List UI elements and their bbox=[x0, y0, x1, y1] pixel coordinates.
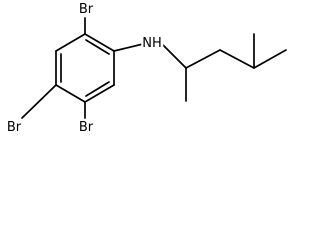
bond-ch2-to-ch bbox=[219, 49, 255, 69]
bond-ring-to-amine bbox=[113, 43, 144, 52]
bond-amine-to-ch bbox=[161, 43, 187, 69]
amine-label: NH bbox=[141, 36, 163, 51]
structure-drawing bbox=[21, 17, 287, 119]
bromine-left-label: Br bbox=[5, 120, 23, 135]
bromine-bottom-label: Br bbox=[77, 120, 95, 135]
ring-bond-top-right-inner bbox=[85, 39, 110, 55]
ring-bond-top-right bbox=[84, 33, 115, 52]
bond-to-bromine-left bbox=[21, 84, 57, 119]
ring-bond-top-left bbox=[55, 33, 86, 52]
ring-bond-bottom-right-inner bbox=[85, 81, 110, 97]
bond-ch-to-ch2 bbox=[185, 49, 221, 69]
ring-bond-bottom-left bbox=[55, 84, 86, 103]
bond-ch-to-methyl-right bbox=[253, 49, 287, 69]
structure-canvas: Br NH Br Br bbox=[5, 2, 287, 135]
bromine-top-label: Br bbox=[77, 2, 95, 17]
ring-bond-bottom-right bbox=[84, 84, 115, 103]
